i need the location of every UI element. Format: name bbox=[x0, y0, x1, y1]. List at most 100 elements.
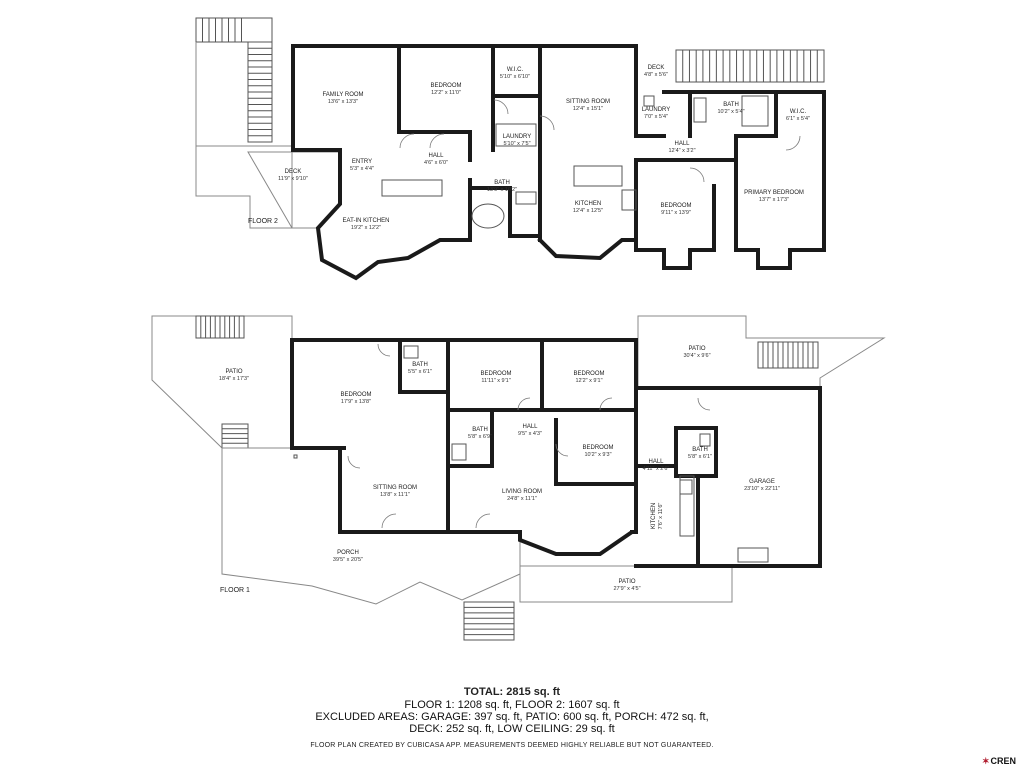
bathtub-icon bbox=[741, 95, 769, 127]
room-name: ENTRY bbox=[352, 159, 372, 165]
room-dims: 5'8" x 6'1" bbox=[688, 454, 712, 460]
disclaimer: FLOOR PLAN CREATED BY CUBICASA APP. MEAS… bbox=[310, 742, 714, 749]
room-dims: 39'5" x 20'5" bbox=[333, 557, 363, 563]
floor-1-side-stairs bbox=[221, 423, 249, 449]
room-name: PRIMARY BEDROOM bbox=[744, 190, 804, 196]
room-dims: 13'7" x 17'3" bbox=[759, 197, 789, 203]
floor-1-right-patio bbox=[637, 315, 886, 389]
floor-2-labels: FAMILY ROOM 13'6" x 13'3" BEDROOM 12'2" … bbox=[278, 65, 810, 231]
room-name: GARAGE bbox=[749, 479, 775, 485]
door-arc bbox=[381, 513, 397, 529]
room-name: BATH bbox=[692, 447, 708, 453]
room-name: PATIO bbox=[225, 369, 242, 375]
door-arc bbox=[517, 397, 531, 411]
stove-f2 bbox=[621, 189, 637, 211]
floor-plan: FAMILY ROOM 13'6" x 13'3" BEDROOM 12'2" … bbox=[151, 17, 886, 641]
room-name: PATIO bbox=[618, 579, 635, 585]
excluded-areas: EXCLUDED AREAS: GARAGE: 397 sq. ft, PATI… bbox=[315, 711, 709, 723]
vanity-icon bbox=[515, 191, 537, 205]
total-area: TOTAL: 2815 sq. ft bbox=[463, 686, 561, 698]
room-name: BEDROOM bbox=[582, 445, 613, 451]
room-name: W.I.C. bbox=[507, 67, 524, 73]
room-name: FAMILY ROOM bbox=[322, 92, 363, 98]
eat-in-counter bbox=[381, 179, 443, 197]
room-name: LAUNDRY bbox=[503, 134, 532, 140]
floor-1-label: FLOOR 1 bbox=[220, 587, 250, 594]
door-arc bbox=[697, 397, 711, 411]
room-dims: 5'10" x 7'5" bbox=[503, 141, 530, 147]
room-dims: 19'2" x 12'2" bbox=[351, 225, 381, 231]
room-dims: 4'6" x 6'0" bbox=[424, 160, 448, 166]
room-dims: 10'2" x 5'4" bbox=[717, 109, 744, 115]
room-dims: 30'4" x 9'6" bbox=[683, 353, 710, 359]
room-dims: 24'8" x 11'1" bbox=[507, 496, 537, 502]
room-name: BEDROOM bbox=[480, 371, 511, 377]
room-dims: 5'5" x 6'1" bbox=[408, 369, 432, 375]
door-arc bbox=[493, 99, 509, 115]
kitchen-counter-f1 bbox=[679, 475, 695, 537]
room-dims: 18'4" x 17'3" bbox=[219, 376, 249, 382]
kitchen-counter-f2 bbox=[573, 165, 623, 187]
room-dims: 5'8" x 6'9" bbox=[468, 434, 492, 440]
room-name: BATH bbox=[494, 180, 510, 186]
room-dims: 12'4" x 12'5" bbox=[573, 208, 603, 214]
room-dims: 13'9" x 10'2" bbox=[487, 187, 517, 193]
door-arc bbox=[555, 443, 569, 457]
excluded-areas-continued: DECK: 252 sq. ft, LOW CEILING: 29 sq. ft bbox=[409, 723, 615, 735]
toilet-icon bbox=[451, 443, 467, 461]
door-arc bbox=[399, 133, 415, 149]
toilet-icon bbox=[699, 433, 711, 447]
room-name: BEDROOM bbox=[660, 203, 691, 209]
room-name: BEDROOM bbox=[340, 392, 371, 398]
floor-1-plan: PATIO 18'4" x 17'3" BATH 5'5" x 6'1" BED… bbox=[151, 315, 886, 641]
floor-2-label: FLOOR 2 bbox=[248, 218, 278, 225]
floor-2-deck-outline bbox=[195, 42, 293, 229]
logo-text: CREN bbox=[990, 756, 1016, 766]
room-name: KITCHEN bbox=[651, 503, 657, 529]
shower-icon bbox=[693, 97, 707, 123]
laundry-space bbox=[495, 123, 537, 147]
cren-logo: ✶CREN bbox=[982, 756, 1016, 767]
door-arc bbox=[475, 513, 491, 529]
room-dims: 4'8" x 5'6" bbox=[644, 72, 668, 78]
floor-2-right-stairs bbox=[675, 49, 825, 83]
door-arc bbox=[689, 167, 705, 183]
room-dims: 6'1" x 5'4" bbox=[786, 116, 810, 122]
room-dims: 12'4" x 3'2" bbox=[668, 148, 695, 154]
room-name: DECK bbox=[648, 65, 665, 71]
floor-1-labels: PATIO 18'4" x 17'3" BATH 5'5" x 6'1" BED… bbox=[219, 346, 780, 592]
sink-icon bbox=[403, 345, 419, 359]
post-marker bbox=[293, 454, 298, 459]
porch-stairs bbox=[463, 601, 515, 641]
room-dims: 5'3" x 4'4" bbox=[350, 166, 374, 172]
room-dims: 7'6" x 11'6" bbox=[658, 503, 664, 530]
room-dims: 10'2" x 9'3" bbox=[584, 452, 611, 458]
door-arc bbox=[785, 135, 801, 151]
room-name: BATH bbox=[472, 427, 488, 433]
room-dims: 11'9" x 9'10" bbox=[278, 176, 308, 182]
room-name: EAT-IN KITCHEN bbox=[343, 218, 390, 224]
room-dims: 13'8" x 11'1" bbox=[380, 492, 410, 498]
room-dims: 27'9" x 4'5" bbox=[613, 586, 640, 592]
tub-icon bbox=[471, 203, 505, 229]
room-name: DECK bbox=[285, 169, 302, 175]
floor-2-left-stairs bbox=[195, 17, 273, 143]
room-name: BEDROOM bbox=[430, 83, 461, 89]
room-name: BATH bbox=[723, 102, 739, 108]
room-name: HALL bbox=[648, 459, 664, 465]
room-name: LIVING ROOM bbox=[502, 489, 542, 495]
room-dims: 17'9" x 13'8" bbox=[341, 399, 371, 405]
floor-areas: FLOOR 1: 1208 sq. ft, FLOOR 2: 1607 sq. … bbox=[404, 699, 620, 711]
door-arc bbox=[347, 455, 361, 469]
room-dims: 5'10" x 6'10" bbox=[500, 74, 530, 80]
washer-icon bbox=[643, 95, 655, 107]
room-name: BEDROOM bbox=[573, 371, 604, 377]
room-name: PORCH bbox=[337, 550, 359, 556]
room-name: SITTING ROOM bbox=[373, 485, 417, 491]
room-dims: 9'11" x 13'9" bbox=[661, 210, 691, 216]
room-dims: 12'2" x 11'0" bbox=[431, 90, 461, 96]
star-icon: ✶ bbox=[981, 756, 990, 766]
room-dims: 13'6" x 13'3" bbox=[328, 99, 358, 105]
room-dims: 12'4" x 15'1" bbox=[573, 106, 603, 112]
room-name: SITTING ROOM bbox=[566, 99, 610, 105]
